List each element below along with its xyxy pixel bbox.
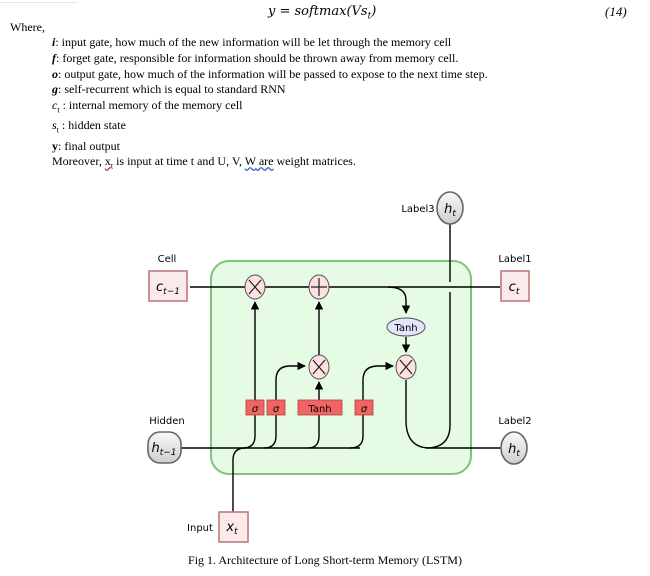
symbol: y (52, 138, 58, 153)
cell-label: Cell (158, 254, 177, 265)
definition-text: : internal memory of the memory cell (59, 98, 243, 113)
input-line (232, 447, 246, 512)
definition-text: : hidden state (58, 118, 126, 133)
output-multiply-op (395, 354, 417, 380)
sigma-label: σ (361, 404, 368, 415)
figure-caption: Fig 1. Architecture of Long Short-term M… (188, 553, 462, 567)
x-symbol: x (104, 154, 111, 169)
output-gate-line (349, 361, 394, 449)
cell-add-op (308, 274, 330, 300)
cell-output-box: ct (500, 270, 530, 302)
label1: Label1 (498, 254, 531, 265)
moreover-sentence: Moreover, xt is input at time t and U, V… (52, 154, 488, 174)
equation: y = softmax(Vst) (268, 4, 376, 22)
definition-output-gate: o: output gate, how much of the informat… (52, 67, 488, 83)
label2-value: ht (508, 442, 520, 459)
cell-tanh: Tanh (386, 317, 426, 337)
equation-subscript: t (367, 11, 372, 22)
moreover-prefix: Moreover, (52, 154, 105, 169)
hidden-input-node: ht−1 (147, 431, 182, 464)
definition-final-output: y: final output (52, 139, 488, 155)
input-gate-line (263, 361, 306, 449)
header-rule (0, 0, 78, 3)
x-subscript: t (110, 161, 114, 171)
sigma-label: σ (252, 404, 259, 415)
plus-icon (311, 278, 327, 296)
input-gate-sigma: σ (266, 399, 286, 416)
input-label: Input (187, 523, 213, 534)
w-symbol: W (244, 154, 256, 169)
output-gate-sigma: σ (354, 399, 374, 416)
symbol: c (52, 98, 58, 113)
cell-output-value: ct (509, 280, 520, 297)
definition-input-gate: i: input gate, how much of the new infor… (52, 35, 488, 51)
sigma-label: σ (273, 404, 280, 415)
definition-hidden-state: st : hidden state (52, 118, 488, 138)
symbol: s (52, 118, 57, 133)
label3: Label3 (401, 204, 434, 215)
candidate-line (307, 381, 324, 449)
cell-input-value: ct−1 (156, 280, 180, 297)
forget-gate-sigma: σ (245, 399, 265, 416)
symbol: i (52, 35, 56, 49)
forget-gate-line (242, 301, 260, 449)
candidate-tanh-gate: Tanh (297, 399, 343, 416)
symbol-subscript: t (56, 125, 59, 135)
definition-text: : input gate, how much of the new inform… (55, 35, 452, 49)
moreover-suffix: weight matrices. (273, 154, 356, 169)
hidden-input-value: ht−1 (151, 441, 176, 458)
are-word: are (255, 154, 274, 169)
hidden-output-node: ht (500, 431, 528, 465)
multiply-icon (248, 279, 262, 295)
equation-text: y = softmax(Vs (268, 4, 368, 19)
input-multiply-op (308, 354, 330, 380)
equation-number: (14) (605, 4, 627, 19)
forget-multiply-op (244, 274, 266, 300)
cell-to-tanh-line (387, 286, 411, 314)
symbol-subscript: t (57, 105, 60, 115)
tanh-label: Tanh (307, 404, 331, 415)
input-box: xt (218, 511, 249, 543)
moreover-middle: is input at time t and U, V, (113, 154, 245, 169)
equation-close: ) (371, 4, 377, 19)
where-label: Where, (10, 20, 45, 34)
definition-forget-gate: f: forget gate, responsible for informat… (52, 51, 488, 67)
label3-line (425, 292, 451, 449)
cell-input-box: ct−1 (148, 270, 188, 302)
label3-value: ht (444, 202, 456, 219)
definition-internal-memory: ct : internal memory of the memory cell (52, 98, 488, 118)
input-value: xt (225, 520, 238, 537)
symbol: f (52, 50, 56, 65)
cell-tanh-label: Tanh (393, 323, 417, 334)
multiply-icon (399, 359, 413, 375)
definition-text: : forget gate, responsible for informati… (56, 50, 459, 65)
hidden-label: Hidden (149, 416, 184, 427)
definitions-list: i: input gate, how much of the new infor… (52, 35, 488, 175)
hidden-output-top: ht (436, 191, 464, 225)
definition-text: : final output (58, 138, 120, 153)
multiply-icon (312, 359, 326, 375)
definition-text: : output gate, how much of the informati… (58, 66, 488, 81)
symbol: g (52, 82, 58, 97)
label2: Label2 (498, 416, 531, 427)
spellcheck-x: xt (104, 154, 114, 171)
definition-self-recurrent: g: self-recurrent which is equal to stan… (52, 82, 488, 98)
grammar-check-w-are: W are (245, 154, 274, 168)
definition-text: : self-recurrent which is equal to stand… (58, 82, 286, 97)
symbol: o (52, 66, 58, 81)
